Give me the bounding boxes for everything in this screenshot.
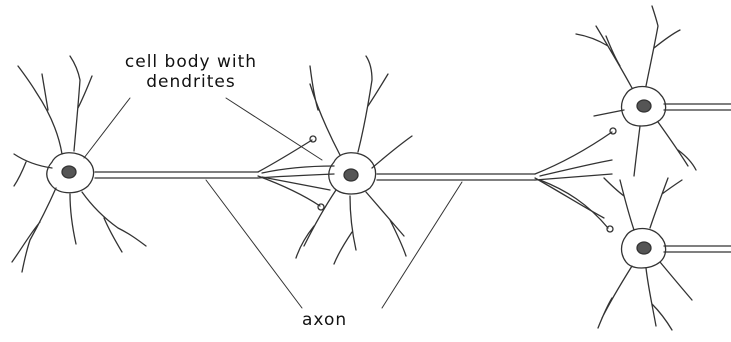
neuron-1-synapse [310, 136, 316, 142]
neuron-4 [598, 178, 731, 330]
neuron-2-dendrite [334, 196, 356, 264]
neuron-1-terminal [262, 166, 334, 190]
neuron-1-dendrite [70, 194, 76, 244]
neuron-4-dendrite [604, 178, 634, 230]
neuron-3-dendrite [646, 6, 680, 86]
cell-body-label: cell body with dendrites [96, 52, 286, 92]
neuron-2-synapse [607, 226, 613, 232]
neuron-2-dendrite [296, 190, 336, 258]
neuron-4-nucleus [637, 242, 651, 254]
axon-label: axon [302, 310, 347, 330]
neuron-4-dendrite [598, 266, 632, 328]
cell-body-label-line1: cell body with [96, 52, 286, 72]
neuron-3-nucleus [637, 100, 651, 112]
neuron-1-dendrite [12, 188, 56, 272]
neuron-1-terminal [258, 140, 334, 206]
leader-lines [84, 98, 462, 308]
neuron-4-dendrite [660, 262, 692, 300]
neuron-1-dendrite [70, 56, 92, 151]
cell-body-leader-left [84, 98, 130, 158]
neuron-3-dendrite [576, 26, 632, 88]
neuron-2-terminal [540, 160, 612, 228]
neuron-2-synapse [610, 128, 616, 134]
neuron-3-dendrite [594, 110, 624, 116]
neuron-3-dendrite [658, 122, 696, 170]
neuron-1-dendrite [18, 66, 62, 154]
neuron-4-dendrite [646, 268, 672, 330]
neuron-3-dendrite [634, 126, 640, 176]
neuron-3 [576, 6, 731, 176]
neuron-1-synapse [318, 204, 324, 210]
neuron-2-dendrite [358, 56, 388, 152]
cell-body-label-line2: dendrites [96, 72, 286, 92]
neuron-2-nucleus [344, 169, 358, 181]
neuron-1-nucleus [62, 166, 76, 178]
axon-leader-left [206, 180, 302, 308]
cell-body-leader-right [226, 98, 322, 160]
neuron-1-dendrite [14, 154, 52, 186]
neuron-1-dendrite [82, 192, 146, 252]
neuron-2 [296, 56, 616, 264]
axon-leader-right [382, 182, 462, 308]
neuron-2-dendrite [372, 136, 412, 168]
neuron-4-dendrite [650, 178, 682, 228]
neuron-2-dendrite [366, 192, 406, 256]
